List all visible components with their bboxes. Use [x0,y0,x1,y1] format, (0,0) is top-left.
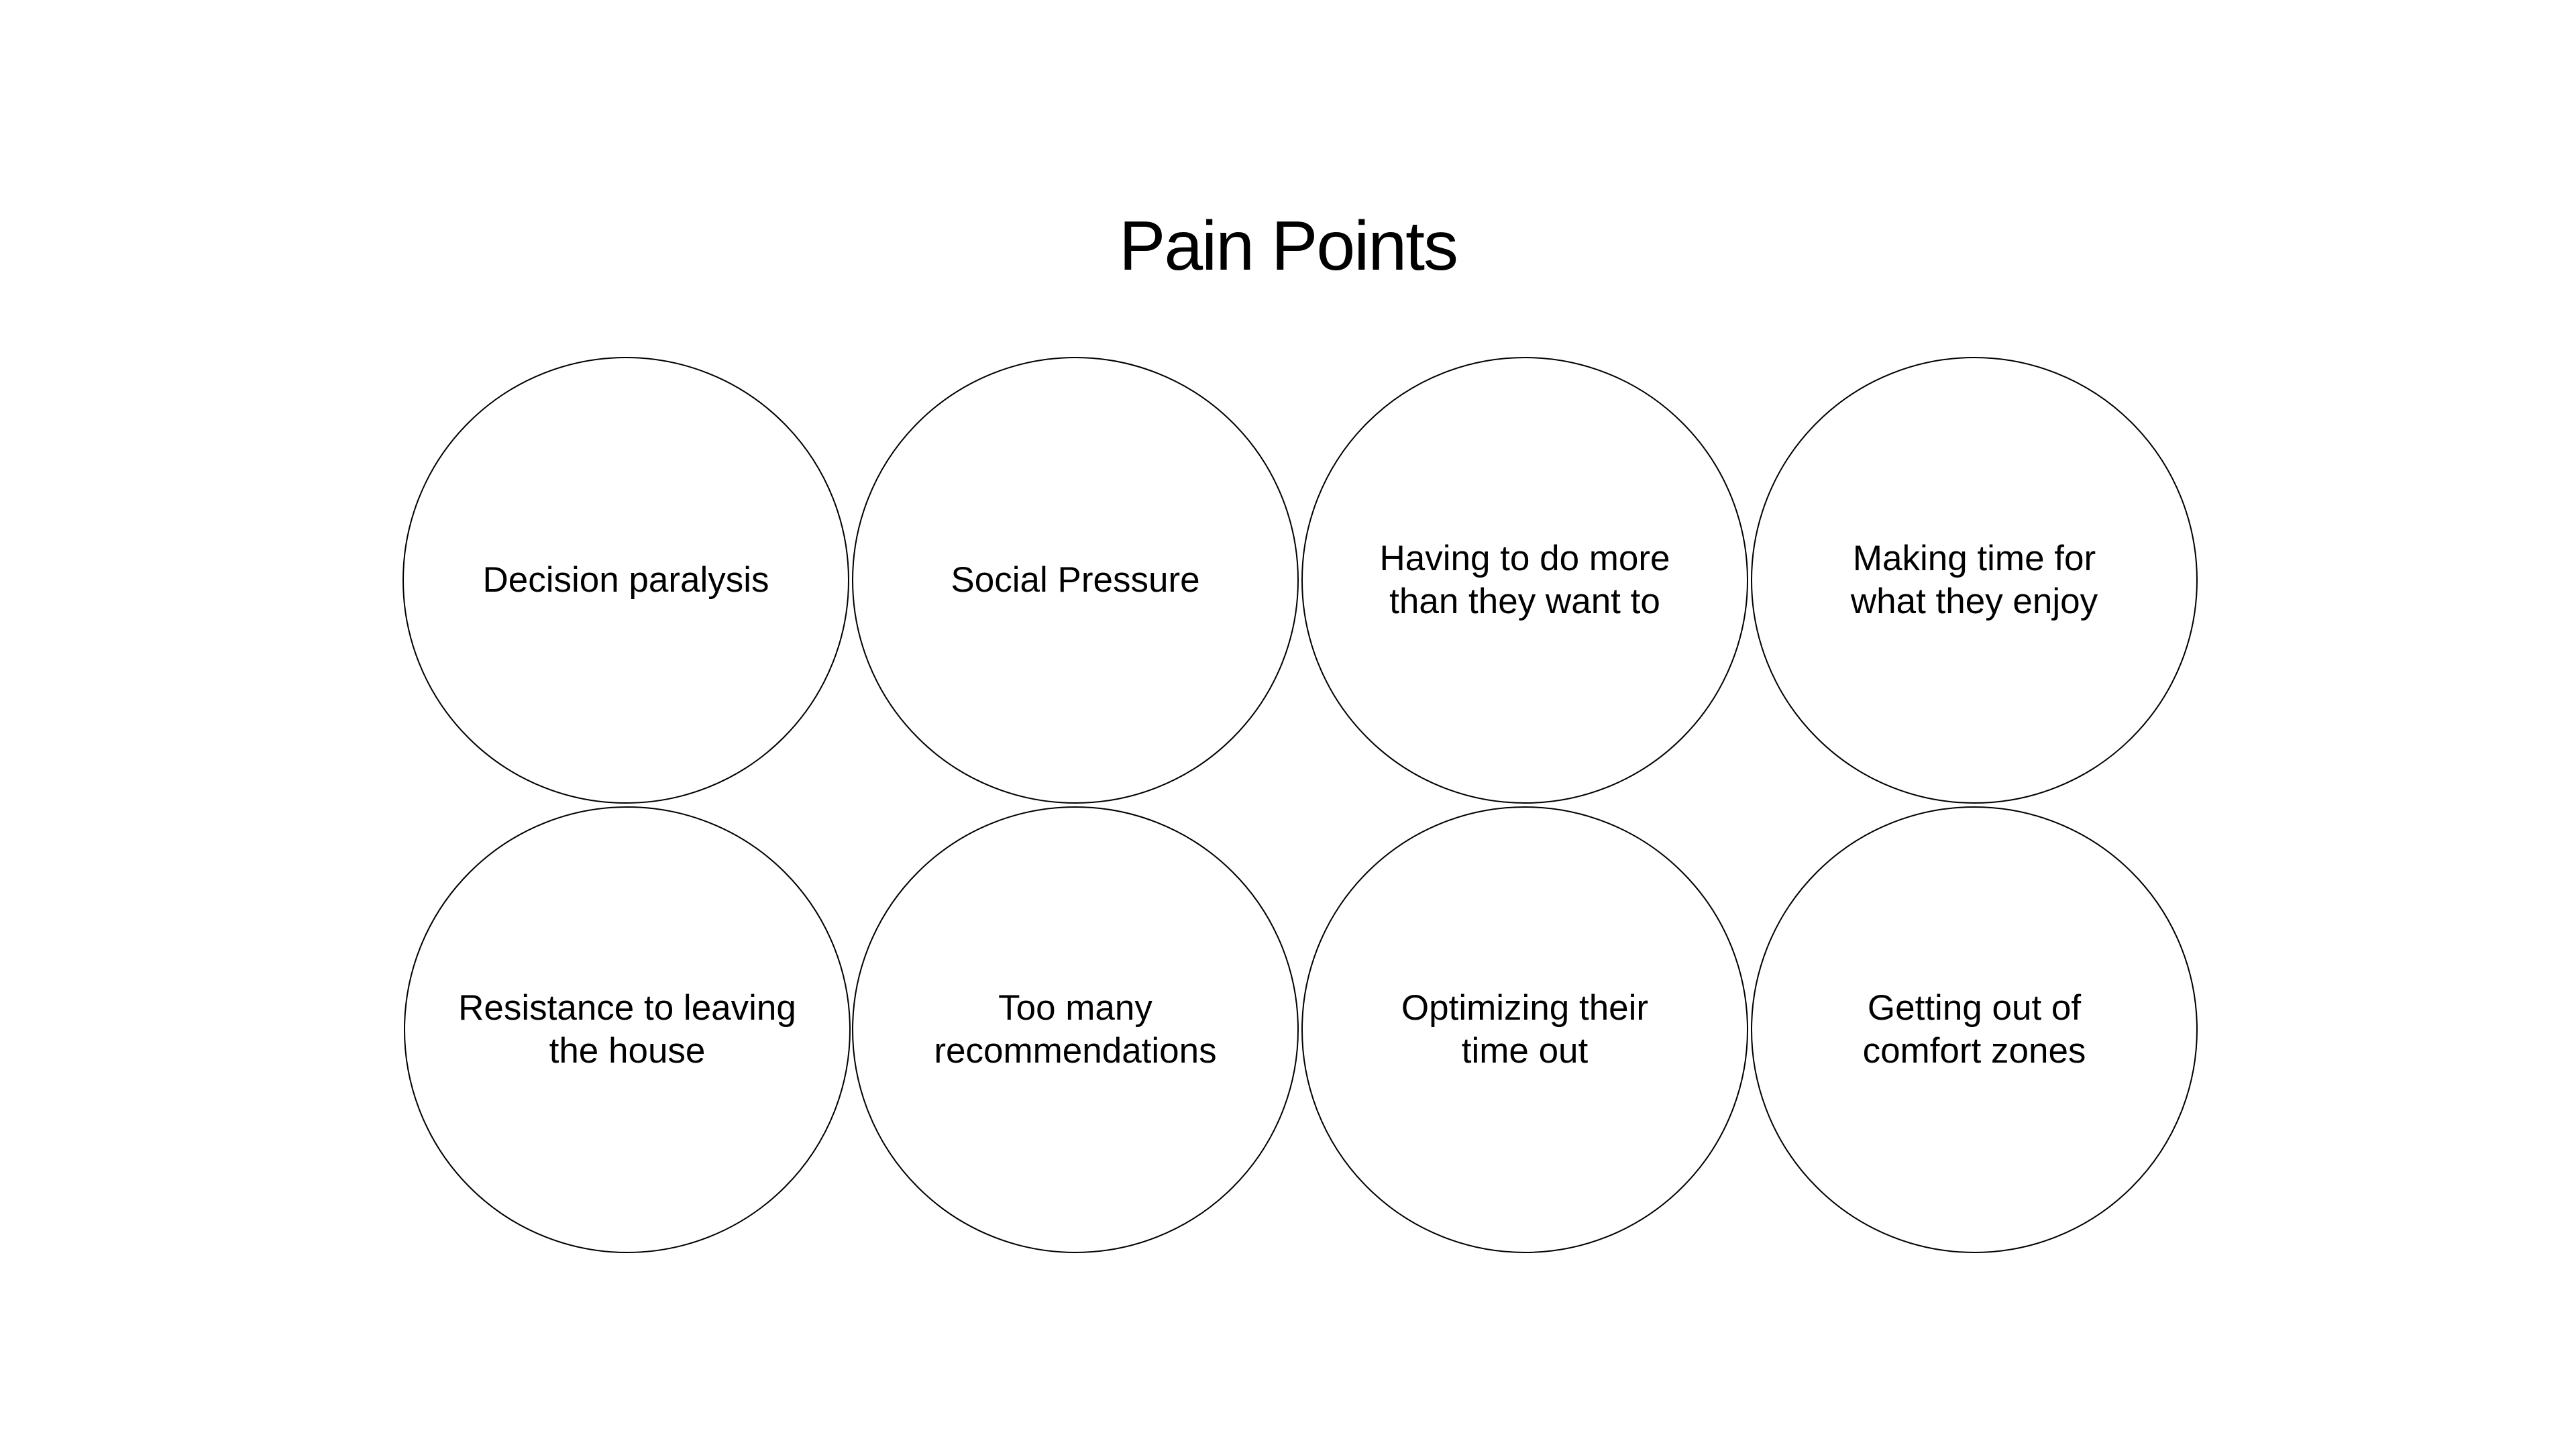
pain-point-circle: Having to do more than they want to [1301,357,1748,804]
pain-point-label: Making time for what they enjoy [1850,539,2098,621]
pain-point-circle: Resistance to leaving the house [404,806,851,1253]
pain-point-label: Having to do more than they want to [1379,539,1670,621]
page-title: Pain Points [1118,207,1458,285]
pain-point-circle: Making time for what they enjoy [1751,357,2198,804]
pain-point-circle: Getting out of comfort zones [1751,806,2198,1253]
pain-point-circle: Optimizing their time out [1301,806,1748,1253]
pain-point-label: Getting out of comfort zones [1862,988,2086,1071]
pain-point-label: Social Pressure [951,560,1200,600]
pain-point-circle: Decision paralysis [402,357,849,804]
pain-point-label: Decision paralysis [482,560,769,600]
pain-point-circle: Social Pressure [852,357,1299,804]
pain-points-grid: Decision paralysis Social Pressure Havin… [402,357,2199,1256]
pain-point-label: Optimizing their time out [1401,988,1649,1071]
pain-point-label: Resistance to leaving the house [458,988,796,1071]
pain-point-label: Too many recommendations [934,988,1217,1071]
pain-point-circle: Too many recommendations [852,806,1299,1253]
